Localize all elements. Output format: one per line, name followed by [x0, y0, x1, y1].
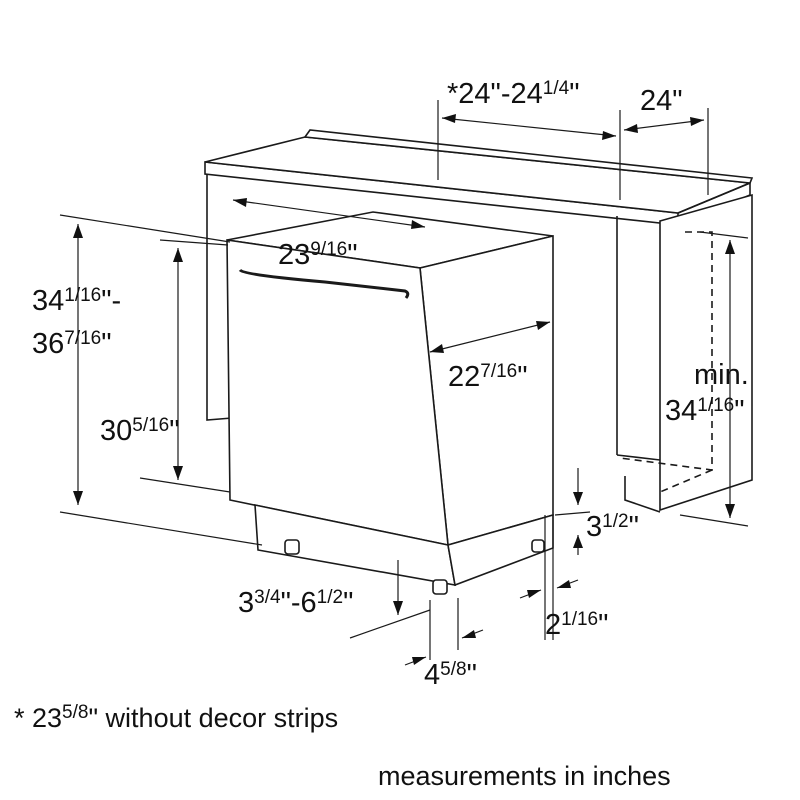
label-unit-depth: 227/16" [448, 361, 528, 393]
dishwasher-unit [226, 211, 554, 595]
label-cabinet-depth: 24" [640, 85, 683, 117]
label-leg-adjust: 33/4"-61/2" [238, 587, 353, 619]
label-height-range-bottom: 367/16" [32, 328, 112, 360]
label-unit-width: 239/16" [278, 239, 358, 271]
label-toe-kick: 31/2" [586, 511, 639, 543]
label-foot-offset: 45/8" [424, 659, 477, 691]
cabinet-frame [204, 129, 754, 513]
label-height-range-top: 341/16"- [32, 285, 121, 317]
label-side-gap: 21/16" [545, 609, 608, 641]
units-note: measurements in inches [378, 761, 671, 791]
label-door-height: 305/16" [100, 415, 180, 447]
label-min: min. [694, 359, 749, 391]
label-cabinet-width: *24"-241/4" [447, 78, 579, 110]
label-min-height: 341/16" [665, 395, 745, 427]
footnote-decor-strips: * 235/8" without decor strips [14, 702, 338, 733]
dimension-lines [59, 100, 749, 666]
dimension-labels: *24"-241/4" 24" 239/16" 227/16" 341/16"-… [32, 78, 749, 691]
